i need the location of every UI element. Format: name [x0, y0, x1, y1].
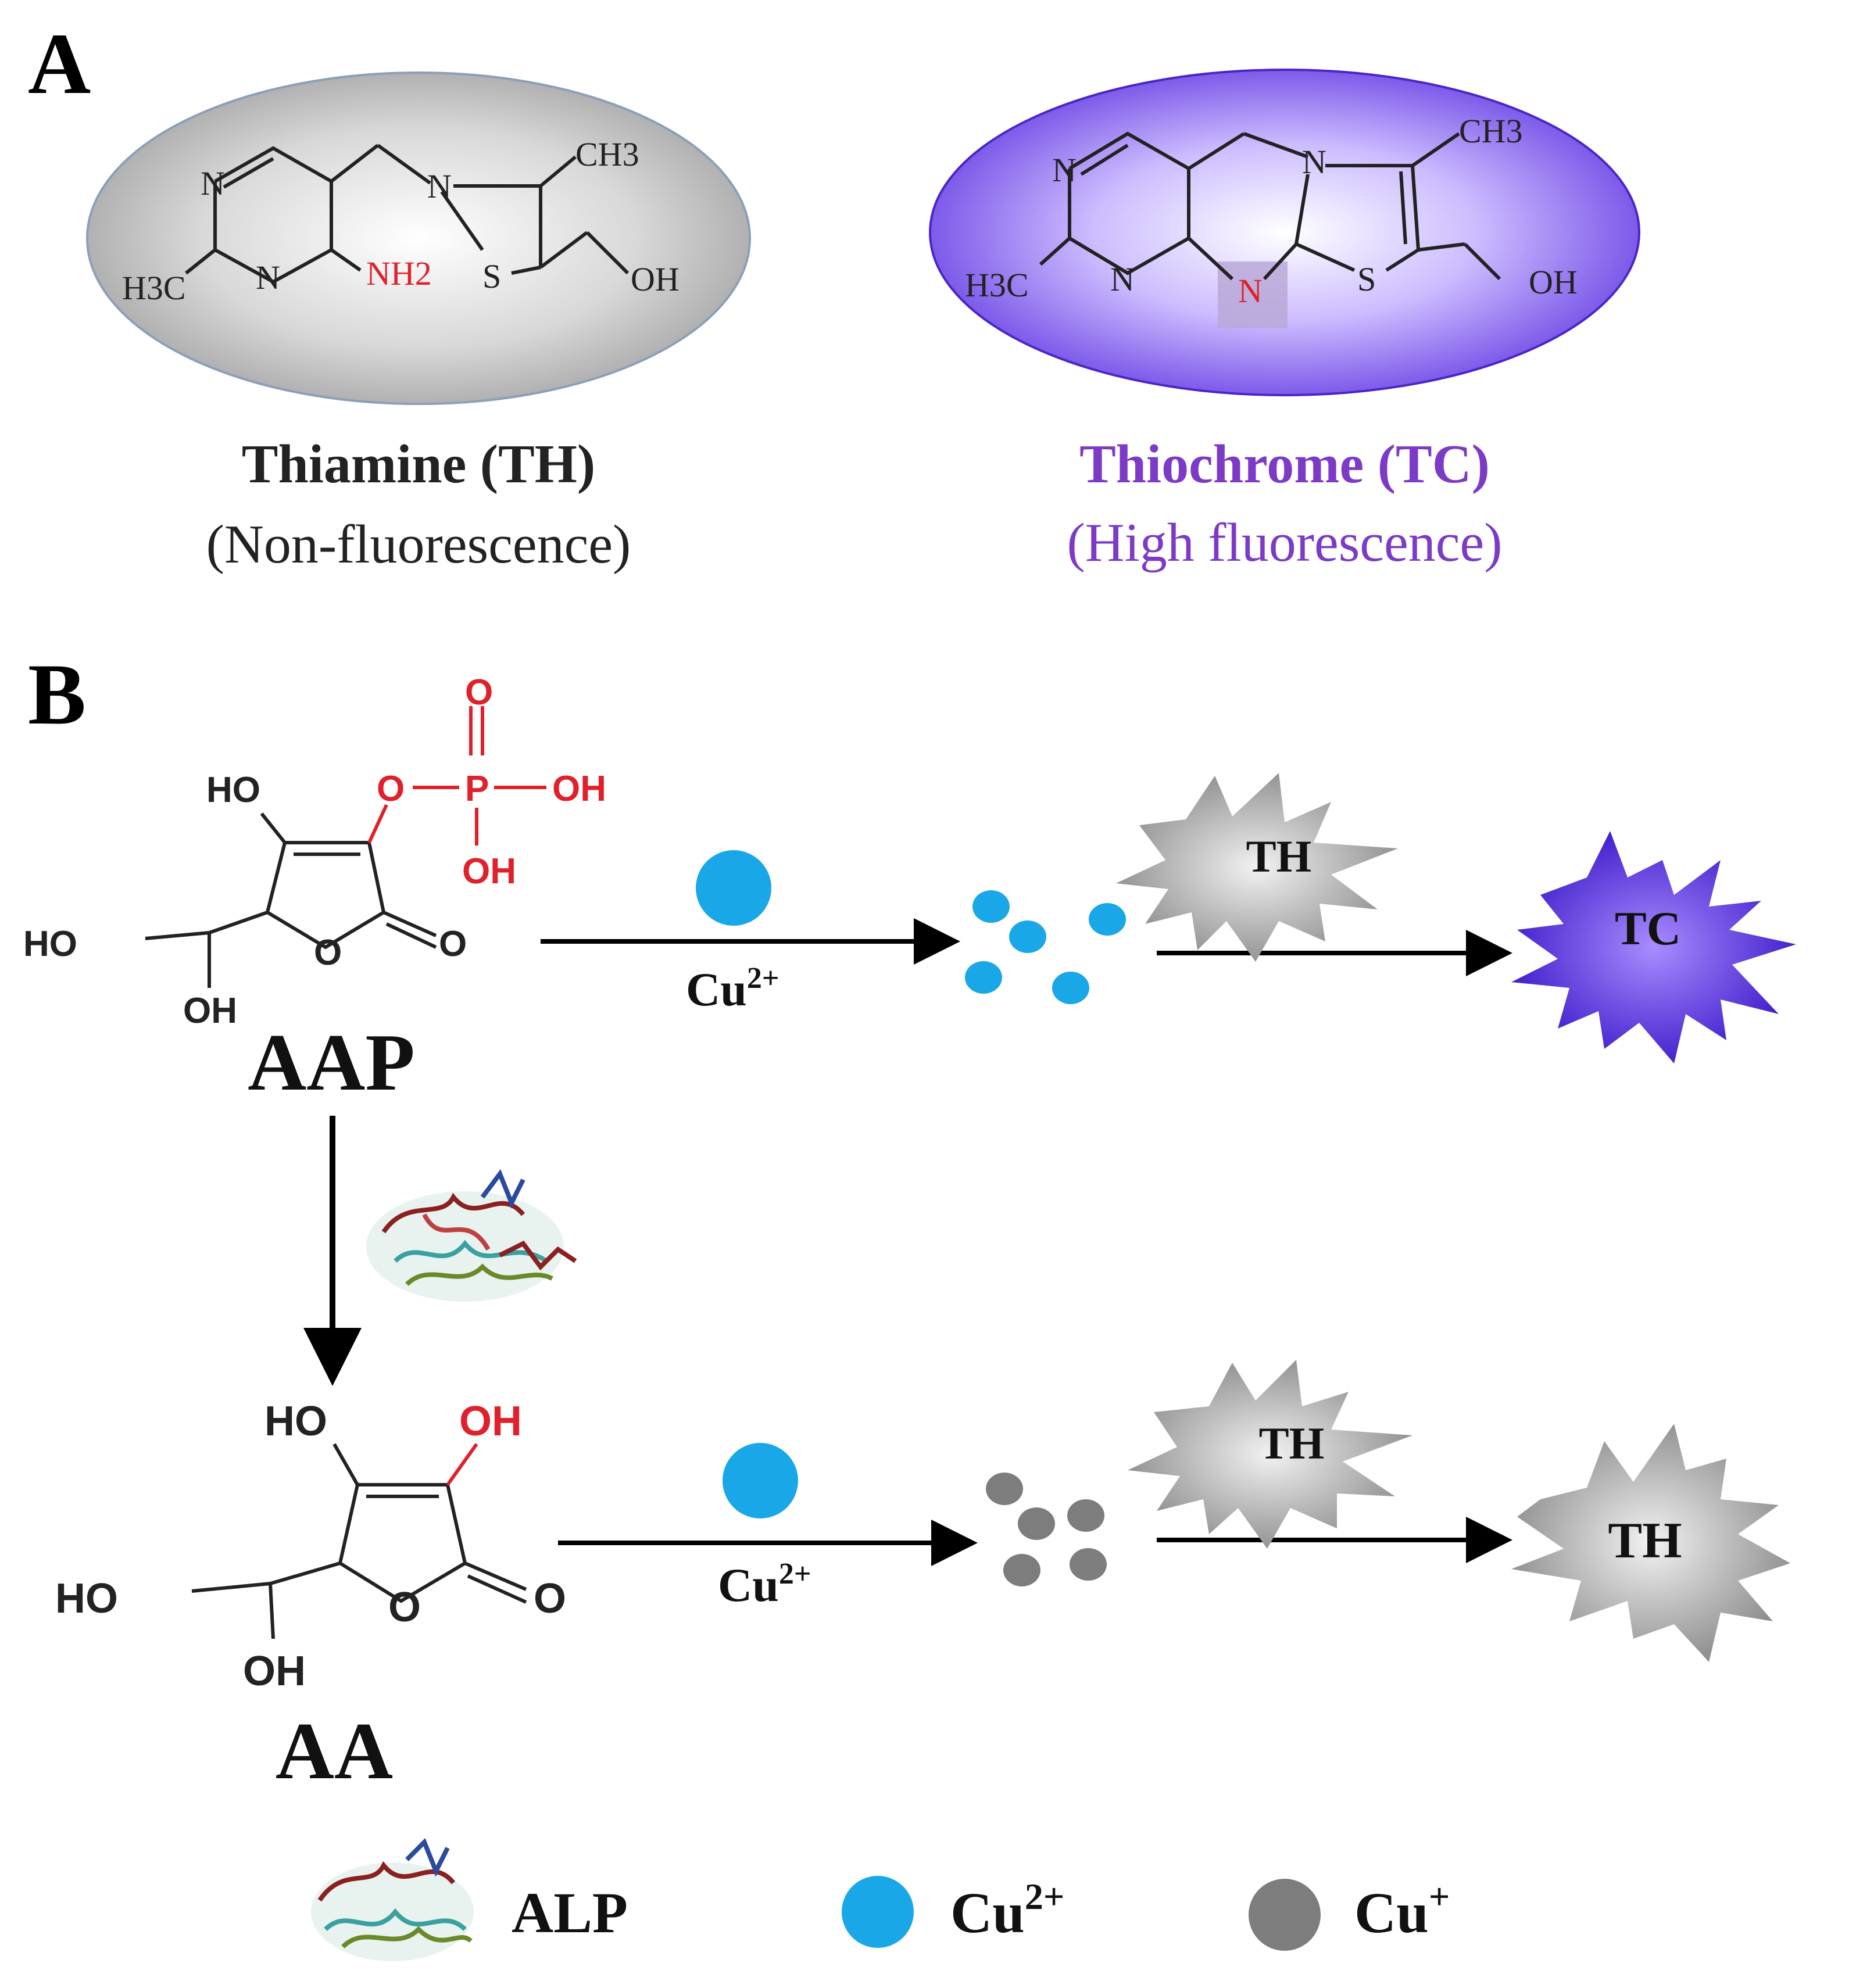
legend-cu1-base: Cu	[1354, 1880, 1429, 1945]
top-cu-label: Cu2+	[686, 962, 779, 1016]
thiochrome-structure: N N N N S CH3 H3C OH	[929, 69, 1640, 396]
th-result-burst-label: TH	[1608, 1513, 1682, 1569]
thiamine-atom-n3: N	[427, 167, 452, 205]
thiochrome-atom-s: S	[1357, 260, 1376, 298]
top-cu-label-sup: 2+	[747, 962, 779, 995]
aa-atom-o-carbonyl: O	[534, 1575, 566, 1622]
thiochrome-atom-n-red: N	[1238, 272, 1263, 310]
aa-atom-o-ring: O	[388, 1584, 421, 1631]
thiochrome-atom-oh: OH	[1529, 263, 1578, 301]
legend-cu1-swatch	[1249, 1879, 1321, 1951]
panel-b-label: B	[28, 646, 86, 743]
thiamine-atom-n1: N	[201, 164, 225, 202]
th-result-burst-shape	[1511, 1424, 1790, 1662]
top-cu2-ball	[696, 850, 771, 926]
aap-name: AAP	[248, 1018, 415, 1108]
thiochrome-ellipse	[929, 69, 1640, 396]
aap-atom-o-ring: O	[314, 933, 342, 973]
bottom-th-burst: TH	[1128, 1360, 1412, 1549]
thiochrome-atom-n3: N	[1302, 143, 1326, 181]
thiamine-atom-ch3: CH3	[575, 135, 639, 173]
thiochrome-name: Thiochrome (TC)	[1079, 434, 1490, 495]
legend-alp-label: ALP	[512, 1880, 628, 1945]
thiamine-name: Thiamine (TH)	[242, 434, 595, 495]
top-particle	[1009, 920, 1046, 953]
aa-atom-oh-bottom: OH	[243, 1648, 306, 1695]
top-particle	[1089, 903, 1126, 936]
bottom-particle	[1070, 1548, 1107, 1581]
thiochrome-atom-n2: N	[1110, 260, 1135, 298]
thiochrome-atom-h3c: H3C	[965, 266, 1029, 304]
thiamine-atom-nh2: NH2	[366, 255, 432, 292]
top-th-burst-shape	[1116, 773, 1398, 962]
bottom-particle	[986, 1473, 1023, 1505]
thiochrome-n-highlight	[1218, 262, 1288, 328]
thiochrome-atom-ch3: CH3	[1459, 112, 1523, 150]
bottom-particle	[1003, 1554, 1040, 1586]
aap-atom-oh-p1: OH	[552, 769, 606, 809]
bottom-particle	[1067, 1499, 1104, 1532]
top-cu2-particles	[965, 890, 1126, 1004]
aap-atom-ho1: HO	[206, 770, 260, 810]
thiamine-desc: (Non-fluorescence)	[206, 514, 631, 575]
thiamine-structure: N N N S CH3 H3C NH2 OH	[86, 71, 751, 405]
top-particle	[1052, 972, 1089, 1004]
alp-protein-icon	[366, 1169, 577, 1302]
top-particle	[972, 890, 1010, 923]
aap-atom-o-ester: O	[377, 769, 405, 809]
top-particle	[965, 961, 1002, 994]
legend-cu2-swatch	[842, 1876, 914, 1948]
aap-atom-oh-p2: OH	[462, 851, 516, 891]
bottom-cu-label: Cu2+	[718, 1557, 811, 1611]
legend: ALP Cu2+ Cu+	[311, 1837, 1450, 1961]
th-result-burst: TH	[1511, 1424, 1790, 1662]
bottom-th-burst-shape	[1128, 1360, 1412, 1549]
thiamine-atom-h3c: H3C	[122, 269, 186, 307]
thiamine-ellipse	[86, 71, 751, 405]
tc-burst: TC	[1511, 831, 1796, 1063]
legend-alp-icon	[311, 1837, 474, 1961]
legend-cu1-label: Cu+	[1354, 1876, 1450, 1945]
aap-atom-oh-bottom: OH	[183, 991, 237, 1031]
tc-burst-label: TC	[1615, 902, 1681, 955]
bottom-cu2-ball	[723, 1443, 798, 1518]
aap-atom-o-carbonyl: O	[439, 924, 467, 964]
bottom-cu-label-base: Cu	[718, 1559, 779, 1611]
bottom-particle	[1018, 1507, 1055, 1540]
aa-structure: HO HO OH OH O O	[55, 1398, 566, 1695]
top-cu-label-base: Cu	[686, 963, 747, 1016]
thiochrome-desc: (High fluorescence)	[1067, 513, 1502, 573]
thiamine-atom-n2: N	[256, 259, 280, 296]
aa-atom-ho2: HO	[55, 1575, 118, 1622]
aap-atom-ho2: HO	[23, 924, 77, 964]
thiamine-atom-s: S	[482, 257, 501, 295]
aa-atom-ho1: HO	[264, 1398, 327, 1445]
thiamine-atom-oh: OH	[631, 260, 680, 298]
top-th-burst: TH	[1116, 773, 1398, 962]
aap-atom-p: P	[465, 769, 489, 809]
panel-a-label: A	[28, 16, 91, 112]
aap-structure: HO HO OH O O O P O OH OH	[23, 672, 606, 1031]
aap-atom-o-top: O	[465, 672, 493, 712]
legend-cu2-sup: 2+	[1025, 1876, 1064, 1917]
thiochrome-atom-n1: N	[1052, 151, 1077, 189]
legend-cu1-sup: +	[1429, 1876, 1450, 1917]
legend-cu2-label: Cu2+	[950, 1876, 1064, 1945]
bottom-cu-label-sup: 2+	[779, 1557, 811, 1591]
bottom-cu1-particles	[986, 1473, 1107, 1586]
top-th-burst-label: TH	[1246, 831, 1312, 882]
aa-name: AA	[276, 1706, 393, 1796]
legend-cu2-base: Cu	[950, 1880, 1025, 1945]
tc-burst-shape	[1511, 831, 1796, 1063]
bottom-th-burst-label: TH	[1259, 1418, 1325, 1468]
aa-atom-oh-red: OH	[459, 1398, 522, 1445]
